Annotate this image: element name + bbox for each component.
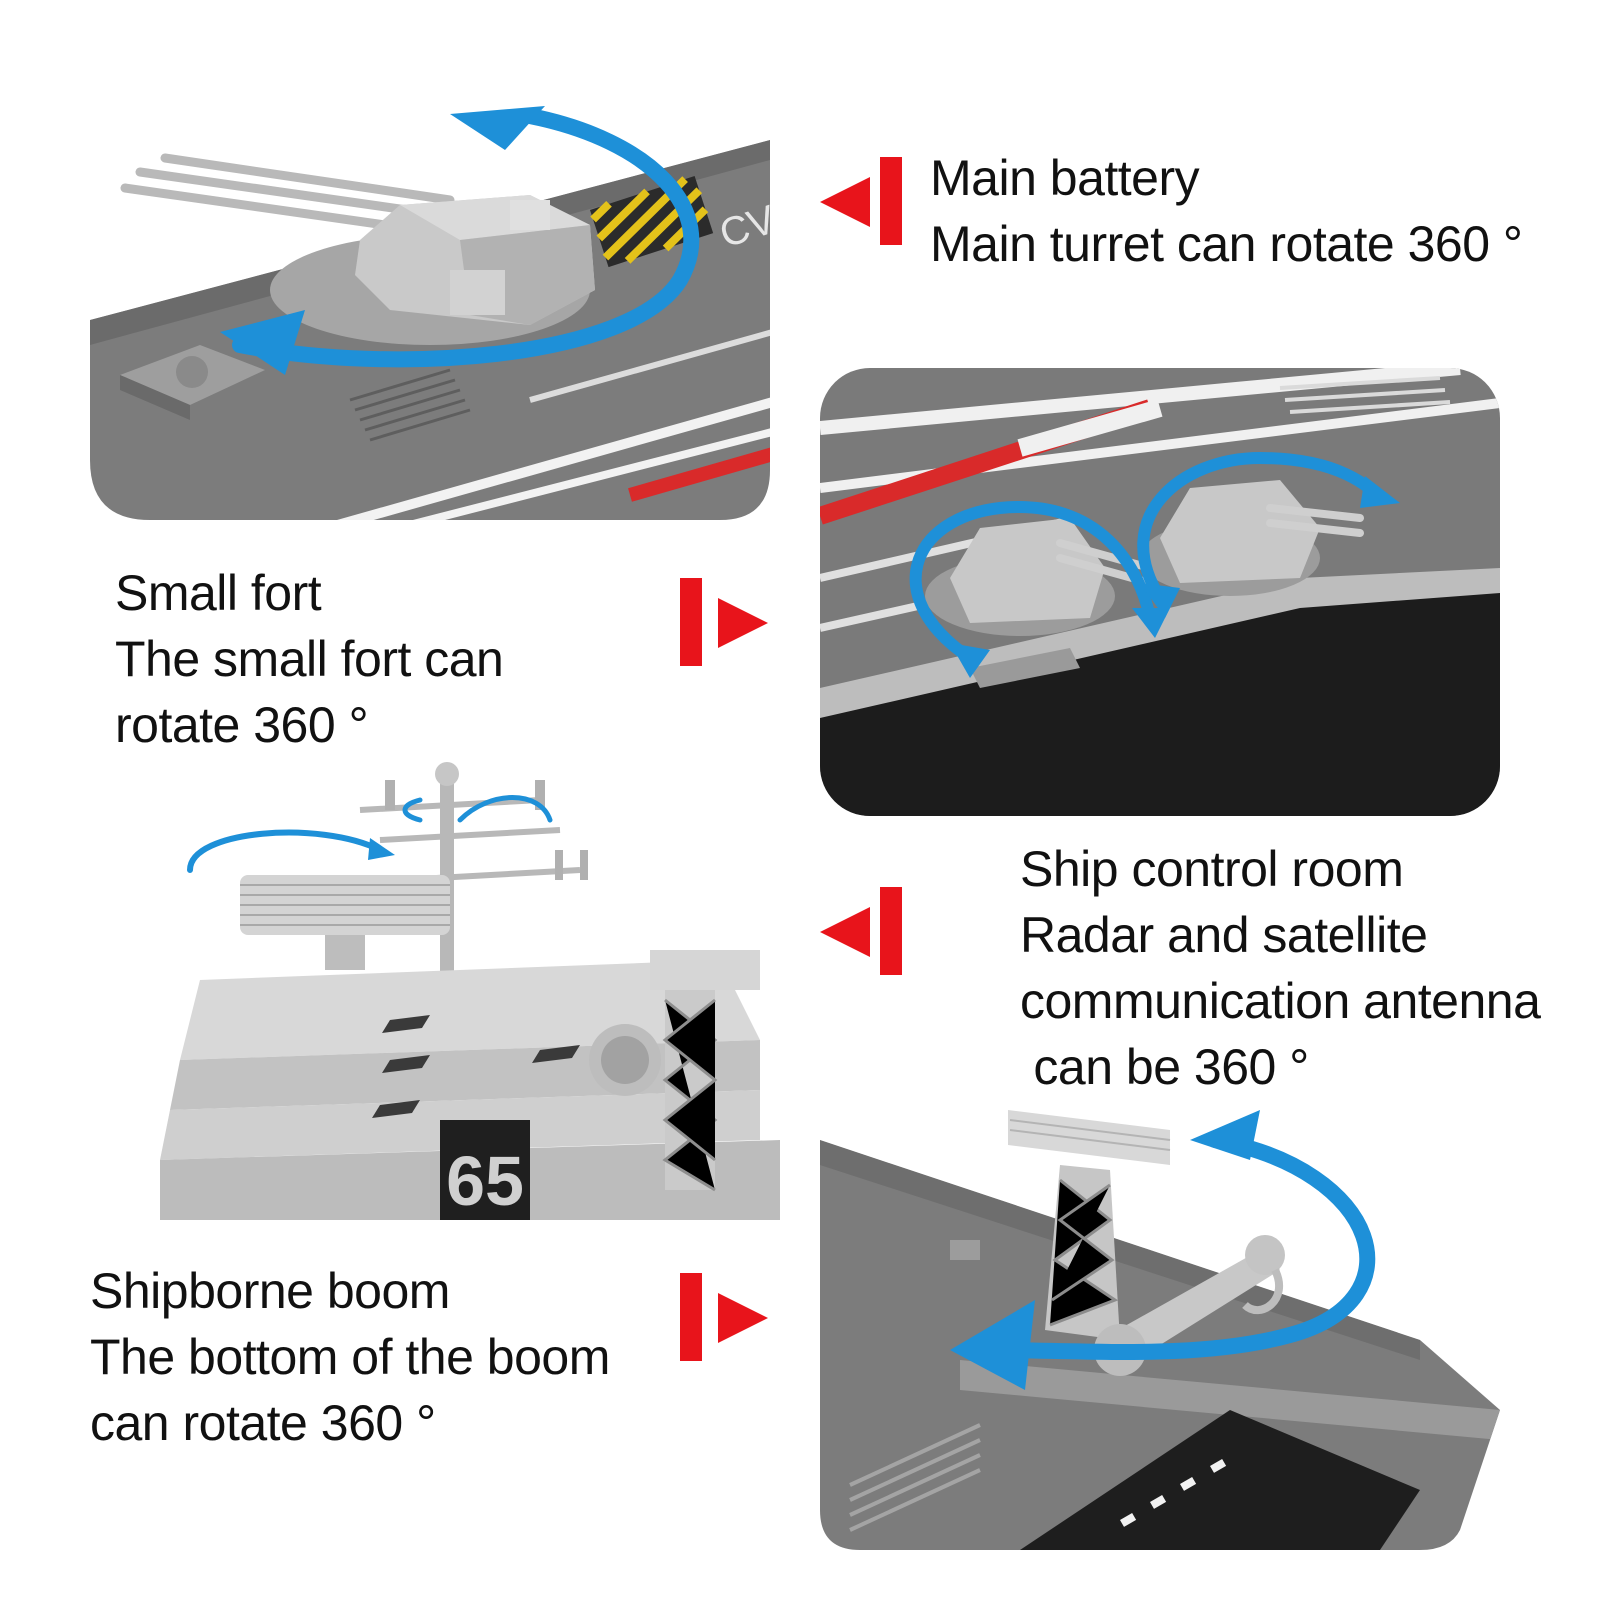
feature-description-line: The bottom of the boom [90,1329,610,1385]
marker-shipborne-boom [680,1273,768,1361]
marker-main-battery [820,157,902,245]
feature-description-line: Main turret can rotate 360 ° [930,216,1523,272]
shipborne-boom-photo [820,1110,1500,1550]
feature-description-line: The small fort can [115,631,504,687]
feature-title: Main battery [930,150,1200,206]
main-battery-photo [90,100,780,530]
small-fort-photo [820,368,1500,816]
small-fort-caption: Small fort The small fort can rotate 360… [115,560,504,758]
feature-description-line: can rotate 360 ° [90,1395,436,1451]
main-battery-caption: Main battery Main turret can rotate 360 … [930,145,1523,277]
feature-title: Shipborne boom [90,1263,450,1319]
feature-description-line: Radar and satellite [1020,907,1428,963]
marker-control-room [820,887,902,975]
feature-description-line: communication antenna [1020,973,1541,1029]
feature-description-line: can be 360 ° [1020,1039,1309,1095]
marker-small-fort [680,578,768,666]
control-room-caption: Ship control room Radar and satellite co… [1020,836,1541,1100]
feature-title: Small fort [115,565,322,621]
feature-description-line: rotate 360 ° [115,697,369,753]
control-room-photo: 65 [160,760,780,1220]
hull-number-text: 65 [446,1142,524,1220]
feature-title: Ship control room [1020,841,1404,897]
shipborne-boom-caption: Shipborne boom The bottom of the boom ca… [90,1258,610,1456]
